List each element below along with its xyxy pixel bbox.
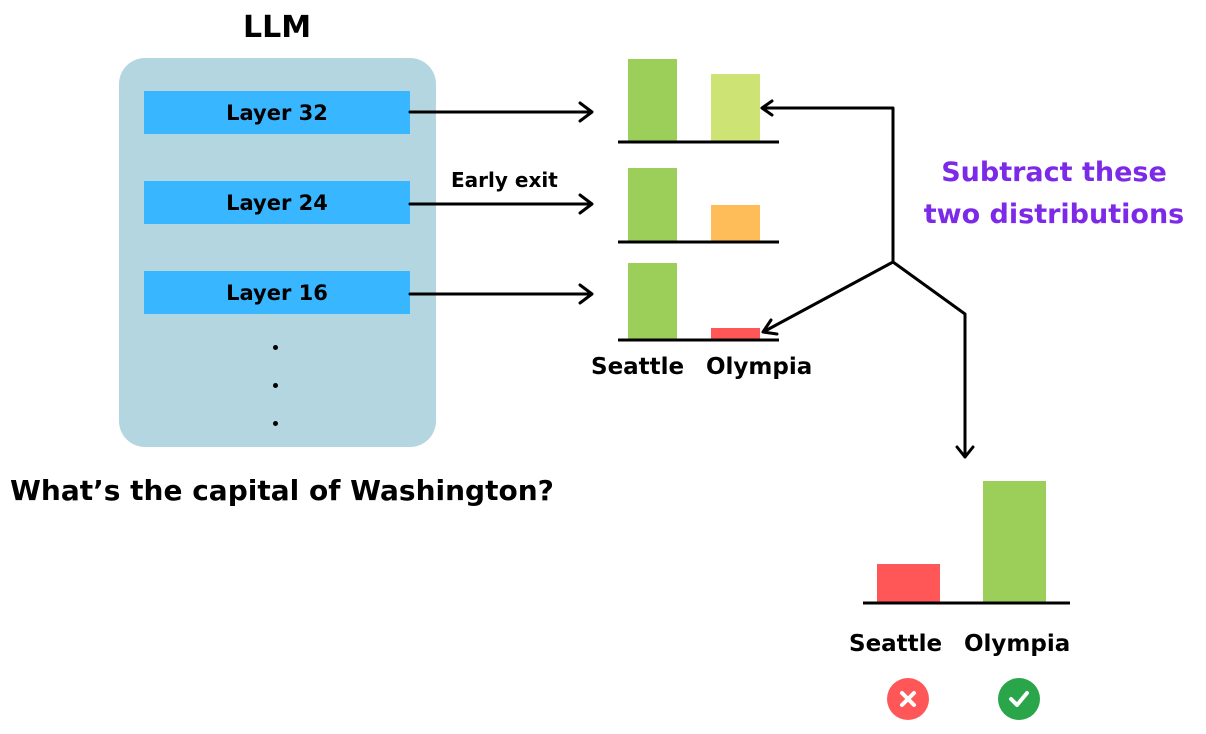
bar-olympia-chart1 (711, 74, 760, 141)
ellipsis-dot (273, 421, 278, 426)
subtract-label: Subtract these two distributions (918, 152, 1190, 236)
category-label-seattle: Seattle (591, 354, 685, 380)
bar-seattle-chart2 (628, 168, 677, 241)
subtract-connector-bottom (763, 260, 895, 333)
result-connector (891, 260, 967, 459)
bar-seattle-chart3 (628, 263, 677, 339)
bar-seattle-chart1 (628, 59, 677, 141)
ellipsis-dot (273, 345, 278, 350)
layer-24-block: Layer 24 (144, 181, 410, 224)
question-text: What’s the capital of Washington? (10, 474, 554, 507)
subtract-arrowhead-bottom (761, 318, 779, 336)
connector-arrows (408, 99, 975, 459)
bar-seattle-chart4 (877, 564, 940, 602)
wrong-x-icon (887, 678, 929, 720)
arrow-layer32-head (578, 101, 594, 123)
bar-olympia-chart4 (983, 481, 1046, 602)
layer-32-block: Layer 32 (144, 91, 410, 134)
ellipsis-dot (273, 383, 278, 388)
subtract-label-line2: two distributions (923, 199, 1185, 230)
layer-16-block: Layer 16 (144, 271, 410, 314)
bar-olympia-chart2 (711, 205, 760, 241)
result-arrowhead (955, 445, 975, 459)
llm-title: LLM (243, 10, 312, 45)
correct-check-icon (998, 678, 1040, 720)
result-label-olympia: Olympia (964, 631, 1071, 657)
subtract-label-line1: Subtract these (941, 157, 1167, 188)
bar-charts (618, 59, 1070, 605)
bar-olympia-chart3 (711, 328, 760, 339)
early-exit-label: Early exit (451, 168, 558, 192)
subtract-arrowhead-top (760, 99, 774, 117)
arrow-layer16-head (578, 283, 594, 305)
subtract-connector-top (760, 106, 895, 264)
category-label-olympia: Olympia (706, 354, 813, 380)
arrow-layer24-head (578, 193, 594, 215)
result-label-seattle: Seattle (849, 631, 943, 657)
